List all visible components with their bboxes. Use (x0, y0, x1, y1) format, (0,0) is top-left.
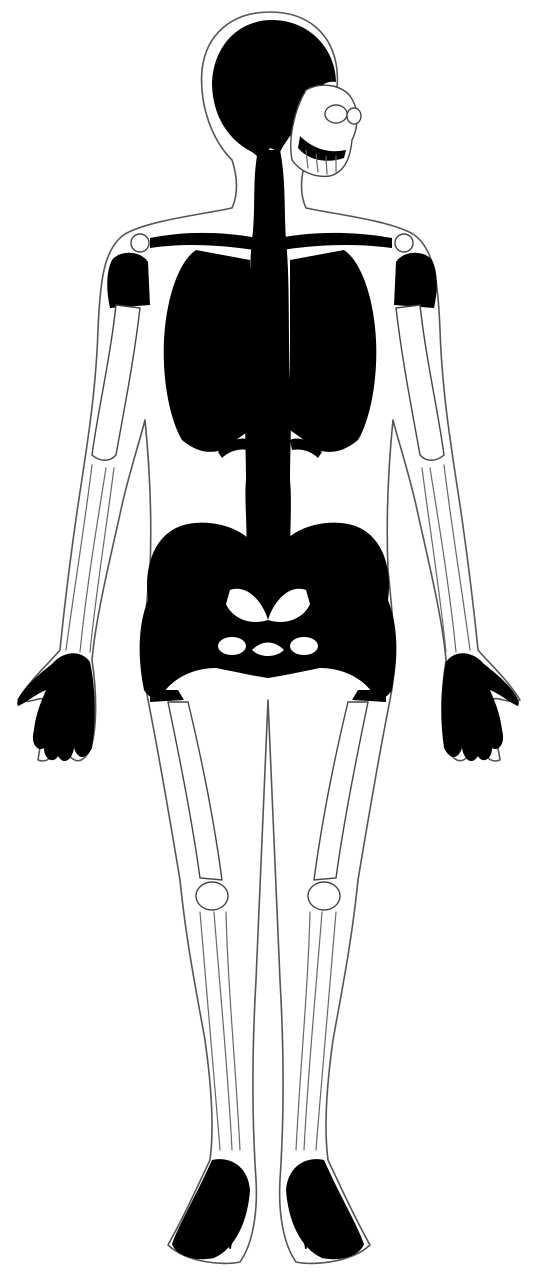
left-shoulder (107, 253, 150, 308)
eye-socket (325, 105, 347, 123)
right-shoulder (394, 253, 437, 308)
left-kneecap (196, 882, 228, 910)
left-hand (17, 653, 95, 761)
right-kneecap (308, 882, 340, 910)
right-hand (441, 653, 519, 761)
